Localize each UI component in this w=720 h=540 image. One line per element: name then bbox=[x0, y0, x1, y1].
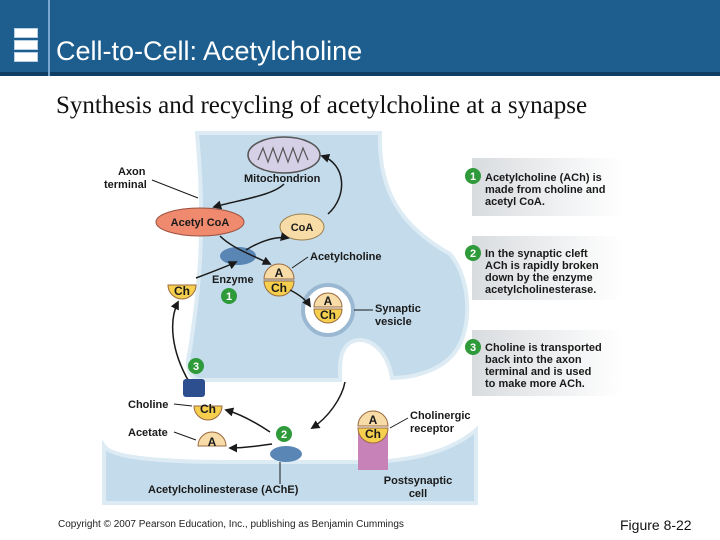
acetate-label: Acetate bbox=[128, 427, 168, 439]
ache-enzyme-shape bbox=[270, 446, 302, 462]
receptor-a-text: A bbox=[369, 413, 378, 427]
cleft-choline-text: Ch bbox=[200, 402, 216, 416]
step-2-line-1: In the synaptic cleft bbox=[485, 248, 588, 260]
choline-transporter bbox=[183, 379, 205, 397]
choline-label: Choline bbox=[128, 399, 168, 411]
enzyme-label: Enzyme bbox=[212, 274, 254, 286]
step-3-caption-number: 3 bbox=[470, 342, 476, 354]
synaptic-vesicle-label-2: vesicle bbox=[375, 316, 412, 328]
acetyl-coa-label: Acetyl CoA bbox=[171, 217, 230, 229]
mito-to-acetylcoa-arrow bbox=[212, 183, 285, 210]
axon-terminal-label-2: terminal bbox=[104, 179, 147, 191]
copyright-notice: Copyright © 2007 Pearson Education, Inc.… bbox=[58, 519, 404, 530]
vesicle-ch-text: Ch bbox=[320, 308, 336, 322]
acetylcholine-label: Acetylcholine bbox=[310, 251, 382, 263]
choline-uptake-arrow bbox=[170, 300, 195, 391]
receptor-ach-top bbox=[357, 410, 389, 427]
step-1-line-2: made from choline and bbox=[485, 184, 605, 196]
step-3-marker-text: 3 bbox=[193, 361, 199, 373]
receptor-ach-bottom bbox=[357, 427, 389, 444]
step-2-line-3: down by the enzyme bbox=[485, 272, 593, 284]
ach-release-arrow bbox=[310, 381, 346, 429]
cholinergic-receptor-label-1: Cholinergic bbox=[410, 410, 471, 422]
vesicle-ach-top bbox=[313, 292, 343, 308]
step-3-line-4: to make more ACh. bbox=[485, 378, 585, 390]
figure-number: Figure 8-22 bbox=[620, 517, 692, 533]
step-3-caption: 3 Choline is transported back into the a… bbox=[465, 330, 622, 396]
acetate-release-arrow bbox=[228, 443, 273, 453]
ach-to-vesicle-arrow bbox=[289, 289, 311, 308]
acetylcoa-to-ach-arrow bbox=[219, 235, 272, 265]
slide-subtitle: Synthesis and recycling of acetylcholine… bbox=[56, 92, 588, 119]
axon-terminal bbox=[186, 131, 470, 382]
step-3-line-2: back into the axon bbox=[485, 354, 582, 366]
title-bar bbox=[0, 0, 720, 76]
step-3-line-1: Choline is transported bbox=[485, 342, 602, 354]
mitochondrion bbox=[247, 136, 321, 174]
ach-a-text: A bbox=[275, 266, 284, 280]
acetate-a-text: A bbox=[208, 435, 217, 449]
step-1-caption: 1 Acetylcholine (ACh) is made from choli… bbox=[465, 158, 622, 216]
step-2-caption: 2 In the synaptic cleft ACh is rapidly b… bbox=[465, 236, 622, 300]
axon-terminal-label-1: Axon bbox=[118, 166, 146, 178]
title-bar-stripe bbox=[0, 72, 720, 76]
step-2-line-2: ACh is rapidly broken bbox=[485, 260, 599, 272]
title-divider bbox=[48, 0, 50, 76]
postsynaptic-label-2: cell bbox=[409, 488, 427, 500]
enzyme-to-coa-arrow bbox=[245, 232, 290, 251]
cleft-choline-molecule bbox=[193, 405, 223, 421]
coa-molecule bbox=[279, 213, 325, 241]
choline-half-molecule bbox=[167, 284, 197, 300]
acetate-leader bbox=[173, 431, 197, 441]
choline-to-enzyme-arrow bbox=[195, 261, 238, 279]
enzyme-shape bbox=[220, 247, 256, 265]
choline-half-text: Ch bbox=[174, 284, 190, 298]
step-3-line-3: terminal and is used bbox=[485, 366, 591, 378]
vesicle-a-text: A bbox=[324, 294, 333, 308]
step-1-marker-text: 1 bbox=[226, 291, 232, 303]
acetylcholine-leader bbox=[291, 256, 309, 269]
step-1-line-3: acetyl CoA. bbox=[485, 196, 545, 208]
ach-ch-text: Ch bbox=[271, 281, 287, 295]
vesicle-ach-bottom bbox=[313, 308, 343, 324]
mitochondrion-label: Mitochondrion bbox=[244, 173, 321, 185]
choline-release-arrow bbox=[224, 407, 271, 433]
coa-label: CoA bbox=[291, 222, 314, 234]
coa-to-mito-arrow bbox=[320, 154, 343, 215]
step-2-line-4: acetylcholinesterase. bbox=[485, 284, 596, 296]
step-1-line-1: Acetylcholine (ACh) is bbox=[485, 172, 602, 184]
ache-label: Acetylcholinesterase (AChE) bbox=[148, 484, 299, 496]
step-1-caption-number: 1 bbox=[470, 171, 476, 183]
step-2-caption-number: 2 bbox=[470, 248, 476, 260]
synaptic-vesicle-label-1: Synaptic bbox=[375, 303, 421, 315]
menu-stack-icon bbox=[10, 28, 38, 68]
step-2-marker bbox=[276, 426, 292, 442]
receptor-leader bbox=[389, 417, 409, 429]
postsynaptic-label-1: Postsynaptic bbox=[384, 475, 452, 487]
slide-title: Cell-to-Cell: Acetylcholine bbox=[56, 36, 363, 66]
step-2-marker-text: 2 bbox=[281, 429, 287, 441]
acetyl-coa-molecule bbox=[155, 207, 245, 237]
choline-leader bbox=[173, 403, 193, 407]
axon-terminal-leader bbox=[151, 179, 199, 199]
step-3-marker bbox=[188, 358, 204, 374]
receptor-ch-text: Ch bbox=[365, 427, 381, 441]
ach-molecule bbox=[263, 263, 295, 297]
cholinergic-receptor-label-2: receptor bbox=[410, 423, 455, 435]
step-1-marker bbox=[221, 288, 237, 304]
acetate-molecule bbox=[197, 431, 227, 447]
